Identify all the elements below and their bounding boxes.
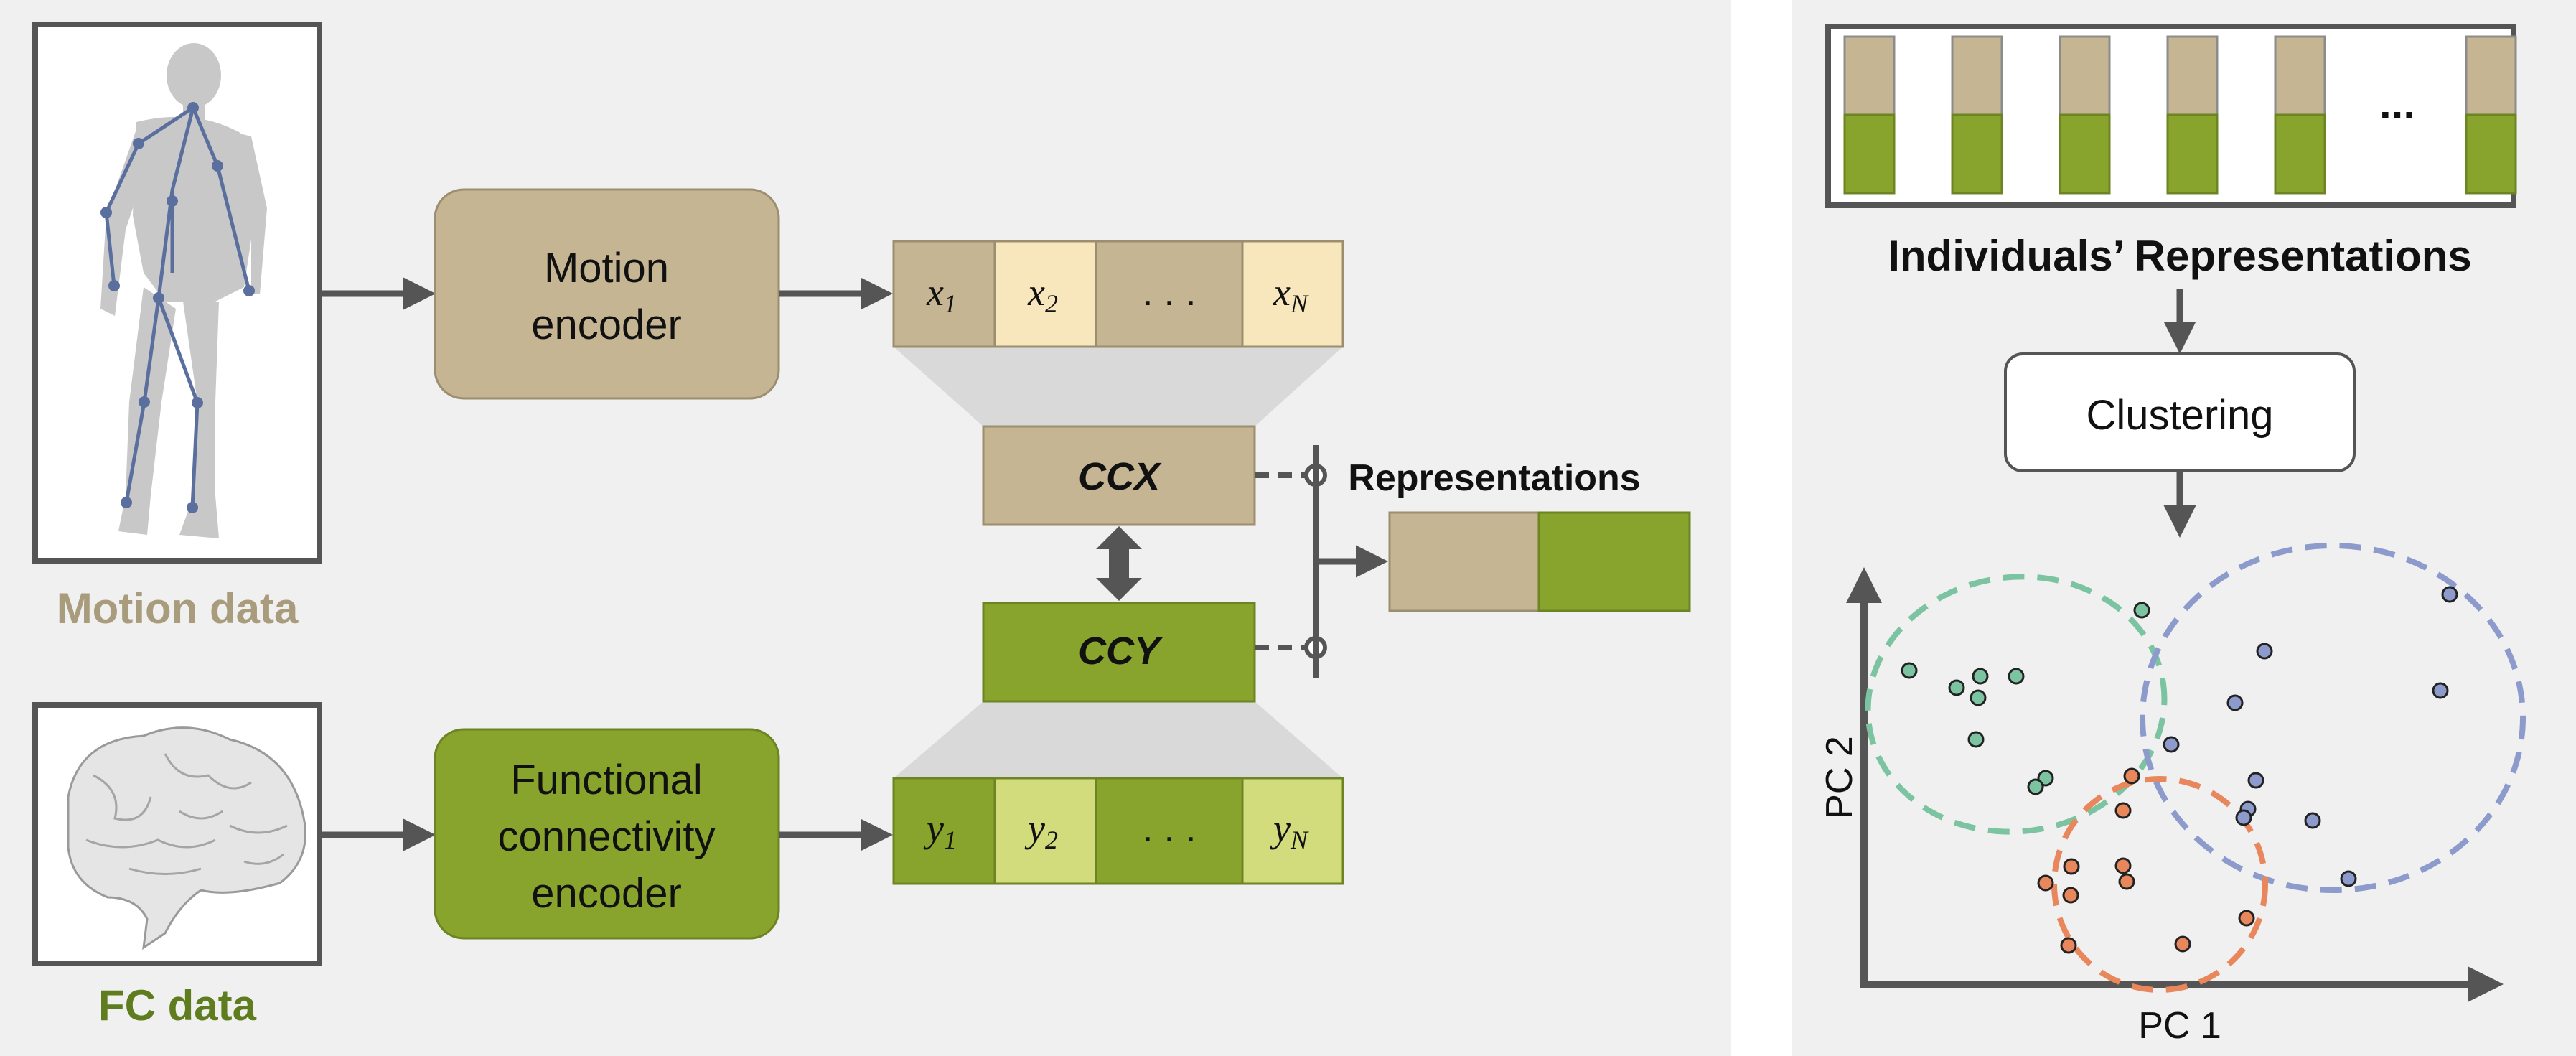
fc-encoder-line3: encoder [531, 870, 682, 917]
pc1-label: PC 1 [2138, 1005, 2221, 1047]
individuals-label: Individuals’ Representations [1888, 232, 2472, 280]
representations-label: Representations [1348, 457, 1640, 499]
individuals-ellipsis: ... [2379, 80, 2415, 128]
fc-encoder-line2: connectivity [497, 813, 715, 860]
yn-label: y [1270, 807, 1291, 850]
x2-label: x [1027, 271, 1045, 314]
svg-text:x2: x2 [1027, 271, 1058, 318]
xn-subscript: N [1290, 289, 1309, 318]
clustering-box: Clustering [2004, 352, 2356, 472]
svg-text:y2: y2 [1024, 807, 1058, 854]
human-skeleton-figure-icon [100, 43, 267, 538]
fc-encoder-box: Functional connectivity encoder [434, 728, 780, 940]
x-projection-funnel [894, 347, 1343, 426]
motion-encoder-line1: Motion [544, 245, 669, 291]
correlation-double-arrow [1096, 526, 1142, 601]
cluster-blue-boundary [2140, 543, 2526, 893]
ccx-label: CCX [1078, 455, 1162, 498]
x-ellipsis: . . . [1142, 271, 1196, 314]
svg-text:yN: yN [1270, 807, 1309, 854]
yn-subscript: N [1290, 826, 1309, 854]
x-vector: x1 x2 . . . xN [892, 240, 1344, 348]
cluster-green-points [1901, 602, 2150, 795]
cluster-green-boundary [1865, 574, 2168, 835]
cluster-orange-boundary [2051, 776, 2268, 993]
x2-subscript: 2 [1045, 289, 1058, 318]
fc-encoder-line1: Functional [510, 757, 703, 803]
pc2-label: PC 2 [1819, 736, 1860, 819]
ccy-box: CCY [982, 602, 1256, 703]
svg-text:x1: x1 [926, 271, 957, 318]
ccx-box: CCX [982, 425, 1256, 526]
cluster-orange-points [2037, 767, 2255, 954]
y2-label: y [1024, 807, 1045, 850]
y1-subscript: 1 [944, 826, 957, 854]
ccy-label: CCY [1078, 630, 1163, 673]
svg-text:y1: y1 [923, 807, 957, 854]
brain-icon [67, 726, 307, 950]
x1-label: x [926, 271, 944, 314]
xn-label: x [1273, 271, 1291, 314]
individual-bars [1843, 35, 2517, 195]
motion-encoder-line2: encoder [531, 302, 682, 348]
y2-subscript: 2 [1045, 826, 1058, 854]
y1-label: y [923, 807, 944, 850]
fc-data-caption: FC data [98, 981, 257, 1029]
motion-image-frame [32, 22, 322, 564]
motion-encoder-box: Motion encoder [434, 188, 780, 400]
representation-fc-part [1537, 511, 1691, 612]
y-projection-funnel [894, 701, 1343, 778]
y-vector: y1 y2 . . . yN [892, 777, 1344, 885]
representation-motion-part [1388, 511, 1540, 612]
cluster-blue-points [2163, 586, 2458, 887]
svg-text:xN: xN [1273, 271, 1309, 318]
y-ellipsis: . . . [1142, 807, 1196, 850]
motion-data-caption: Motion data [57, 584, 299, 632]
x1-subscript: 1 [944, 289, 957, 318]
clustering-label: Clustering [2086, 392, 2273, 439]
